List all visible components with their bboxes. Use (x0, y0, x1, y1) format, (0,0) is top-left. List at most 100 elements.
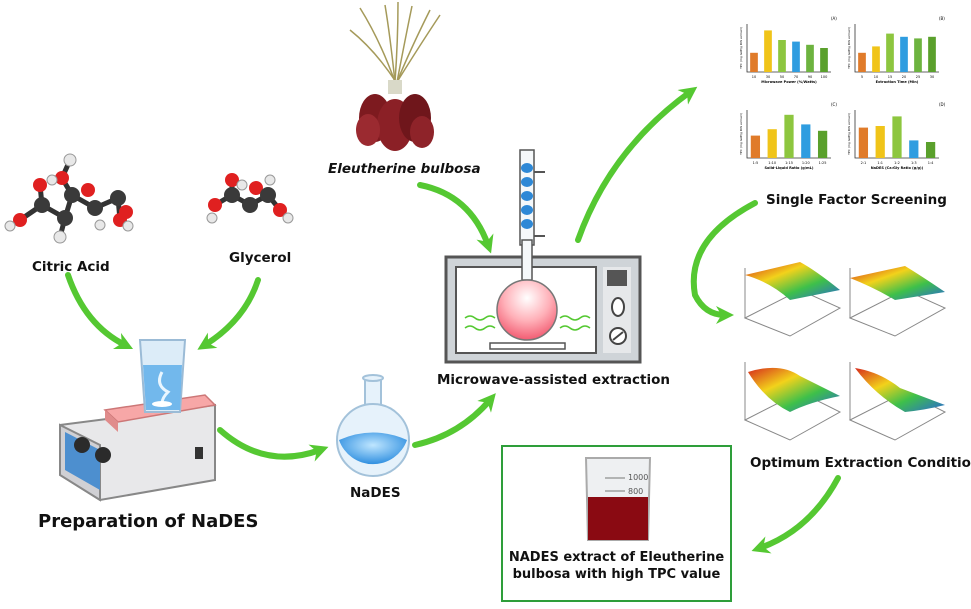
preparation-label: Preparation of NaDES (38, 511, 259, 532)
bar-1:20 (801, 124, 811, 158)
arrow-microwave-to-screening (575, 86, 698, 243)
chart-ylabel: TPC (mg GAE/g DW extract) (847, 27, 851, 70)
microwave-label: Microwave-assisted extraction (437, 372, 671, 388)
arrow-optimum-to-result (751, 475, 841, 554)
bar-30 (764, 30, 772, 72)
arrow-citric-to-prep (65, 272, 134, 350)
tick-label: 15 (888, 75, 892, 79)
bar-30 (928, 36, 936, 72)
chart-title: (B) (939, 16, 945, 21)
bar-1:3 (909, 140, 919, 158)
arrow-screening-to-optimum (690, 200, 758, 324)
result-line-2: bulbosa with high TPC value (512, 567, 721, 582)
hotplate-stirrer (59, 394, 217, 502)
chart-xlabel: NaDES (Ca:Gly Ratio (g/g)) (871, 166, 924, 170)
flow-arrows (65, 86, 841, 554)
bar-50 (778, 40, 786, 72)
chart-xlabel: Solid-Liquid Ratio (g/mL) (764, 166, 813, 170)
tick-label: 1:4 (928, 161, 934, 165)
glycerol-label: Glycerol (229, 250, 292, 266)
chart-xlabel: Microwave Power (%/Watts) (761, 80, 817, 84)
bar-10 (872, 46, 880, 72)
arrow-plant-to-microwave (417, 182, 494, 254)
tick-label: 2:1 (861, 161, 867, 165)
plant-label: Eleutherine bulbosa (328, 161, 481, 177)
surface-plot-4 (848, 362, 947, 441)
chart-ylabel: TPC (mg GAE/g DW extract) (739, 27, 743, 70)
citric-acid-molecule (4, 153, 134, 244)
tick-label: 10 (874, 75, 878, 79)
bar-1:2 (892, 116, 902, 158)
tick-label: 10 (752, 75, 756, 79)
bar-15 (886, 33, 894, 72)
tick-label: 100 (821, 75, 828, 79)
chart-axes (746, 24, 831, 73)
chart-xlabel: Extraction Time (Min) (876, 80, 919, 84)
tick-label: 70 (794, 75, 798, 79)
microwave-apparatus (444, 149, 642, 364)
beaker-mark-1000: 1000 (628, 473, 649, 482)
bar-1:4 (925, 142, 936, 158)
single-factor-label: Single Factor Screening (766, 192, 947, 208)
result-line-1: NADES extract of Eleutherine (508, 550, 725, 565)
chart-title: (A) (831, 16, 837, 21)
surface-plot-1 (743, 262, 842, 337)
bar-10 (750, 52, 758, 72)
citric-acid-label: Citric Acid (32, 259, 110, 275)
chart-ylabel: TPC (mg GAE/g DW extract) (847, 113, 851, 156)
tick-label: 1:5 (753, 161, 759, 165)
bar-chart-2: 5 10 15 20 25 30 (B) Extraction Time (Min) TPC (… (847, 16, 945, 84)
tick-label: 20 (902, 75, 906, 79)
bar-100 (820, 48, 828, 72)
bar-chart-3: 1:5 1:10 1:15 1:20 1:25 (C) Solid-Liquid Ratio… (739, 102, 837, 170)
tick-label: 1:25 (819, 161, 827, 165)
bar-1:5 (750, 135, 761, 158)
result-caption: NADES extract of Eleutherine bulbosa wit… (505, 549, 728, 583)
arrow-prep-to-nades (217, 427, 329, 462)
bar-1:10 (767, 129, 777, 158)
bar-5 (858, 52, 866, 72)
tick-label: 1:1 (877, 161, 883, 165)
chart-title: (D) (939, 102, 946, 107)
tick-label: 30 (766, 75, 770, 79)
chart-ylabel: TPC (mg GAE/g DW extract) (739, 113, 743, 156)
tick-label: 25 (916, 75, 920, 79)
eleutherine-bulbosa-plant (349, 1, 441, 151)
extract-beaker (584, 457, 652, 541)
tick-label: 50 (780, 75, 784, 79)
chart-title: (C) (831, 102, 837, 107)
tick-label: 90 (808, 75, 812, 79)
arrow-glycerol-to-prep (197, 277, 261, 350)
tick-label: 30 (930, 75, 934, 79)
bar-1:15 (784, 114, 794, 158)
tick-label: 1:3 (911, 161, 917, 165)
bar-25 (914, 38, 922, 72)
nades-flask (336, 374, 410, 477)
arrow-nades-to-microwave (412, 393, 496, 448)
optimum-label: Optimum Extraction Condition (750, 455, 971, 471)
bar-1:1 (875, 126, 885, 158)
bar-chart-1: 10 30 50 70 90 100 (A) Microwave Power (%/Watts… (739, 16, 837, 84)
surface-plot-2 (848, 266, 947, 337)
glycerol-molecule (206, 173, 294, 224)
bar-70 (792, 41, 800, 72)
bar-20 (900, 36, 908, 72)
stirring-beaker (138, 339, 187, 413)
bar-90 (806, 44, 814, 72)
result-box (501, 445, 732, 602)
tick-label: 1:15 (785, 161, 793, 165)
tick-label: 1:2 (894, 161, 900, 165)
chart-axes (854, 24, 939, 73)
beaker-mark-800: 800 (628, 487, 644, 496)
bar-chart-4: 2:1 1:1 1:2 1:3 1:4 (D) NaDES (Ca:Gly Ratio (g… (847, 102, 946, 170)
tick-label: 1:20 (802, 161, 810, 165)
surface-plot-3 (743, 362, 842, 441)
tick-label: 5 (861, 75, 863, 79)
bar-2:1 (858, 127, 869, 158)
tick-label: 1:10 (768, 161, 776, 165)
nades-label: NaDES (350, 485, 401, 501)
bar-1:25 (817, 130, 828, 158)
